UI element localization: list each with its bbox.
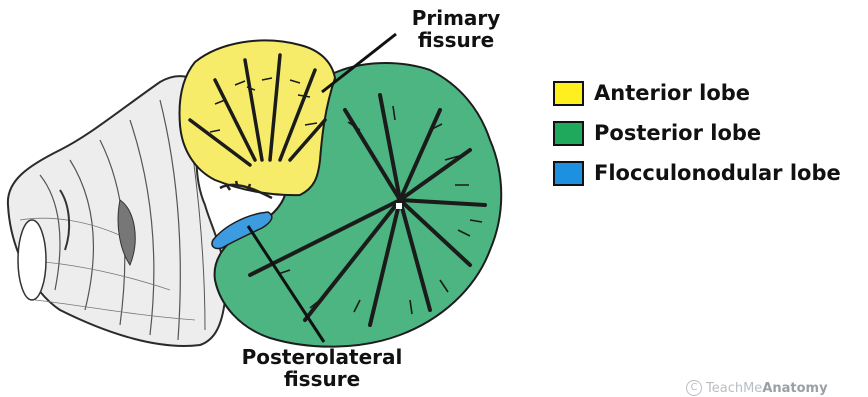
legend-swatch-anterior [553,81,584,106]
copyright-icon: C [686,380,702,396]
legend-label-anterior: Anterior lobe [594,78,750,108]
posterolateral-fissure-line-1: Posterolateral [222,346,422,368]
legend-item-flocculonodular: Flocculonodular lobe [553,158,863,198]
posterolateral-fissure-line-2: fissure [222,368,422,390]
posterolateral-fissure-label: Posterolateral fissure [222,346,422,390]
primary-fissure-line-1: Primary [402,7,510,29]
watermark: TeachMeAnatomy [706,381,828,396]
anterior-lobe [180,40,335,195]
legend-swatch-flocculonodular [553,161,584,186]
legend-label-flocculonodular: Flocculonodular lobe [594,158,841,188]
legend: Anterior lobe Posterior lobe Flocculonod… [553,78,863,198]
legend-item-anterior: Anterior lobe [553,78,863,118]
legend-swatch-posterior [553,121,584,146]
watermark-prefix: TeachMe [706,381,762,396]
primary-fissure-label: Primary fissure [402,7,510,51]
primary-fissure-line-2: fissure [402,29,510,51]
legend-label-posterior: Posterior lobe [594,118,761,148]
watermark-bold: Anatomy [762,381,827,396]
legend-item-posterior: Posterior lobe [553,118,863,158]
